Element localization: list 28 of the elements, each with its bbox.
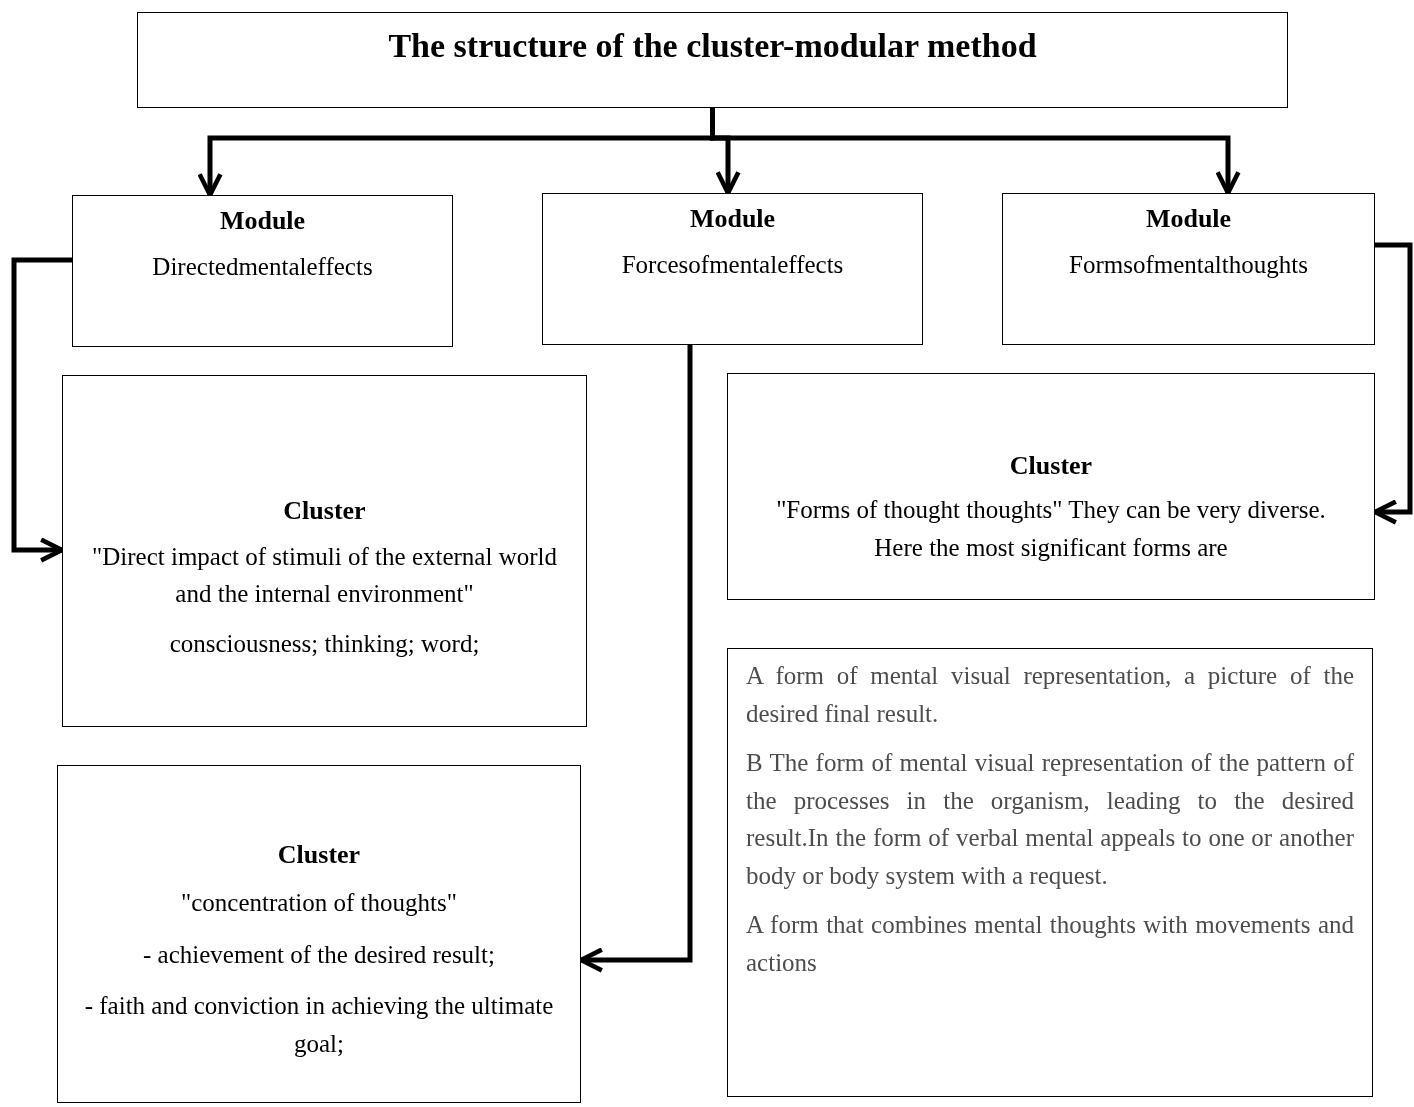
paragraph: A form that combines mental thoughts with movements and actions (746, 910, 1354, 978)
box-heading: Cluster (283, 495, 366, 526)
connector-arrow (11, 257, 72, 563)
box-text: Directedmentaleffects (151, 252, 374, 282)
box-text: consciousness; thinking; word; (168, 628, 481, 659)
cluster-box (727, 373, 1375, 600)
cluster-box (62, 375, 587, 727)
box-text: "Forms of thought thoughts" They can be very diverse. Here the most significant forms are (775, 495, 1327, 563)
box-text: Forcesofmentaleffects (620, 250, 845, 280)
module-box (1002, 193, 1375, 345)
box-heading: Module (219, 206, 306, 236)
title-box (137, 12, 1288, 108)
box-text: - achievement of the desired result; (142, 939, 496, 970)
module-box (72, 195, 453, 347)
box-text: Formsofmentalthoughts (1068, 250, 1309, 280)
box-text: "Direct impact of stimuli of the external world and the internal environment" (91, 541, 558, 610)
box-heading: Module (689, 204, 776, 234)
paragraph: A form of mental visual representation, a picture of the desired final result. (746, 661, 1354, 729)
cluster-box (57, 765, 581, 1103)
module-box (542, 193, 923, 345)
text-box (727, 648, 1373, 1097)
box-text: "concentration of thoughts" (180, 888, 458, 918)
box-heading: Module (1145, 204, 1232, 234)
box-heading: Cluster (277, 840, 361, 870)
box-text: - faith and conviction in achieving the ultimate goal; (83, 991, 555, 1059)
title-text: The structure of the cluster-modular method (388, 27, 1037, 65)
box-heading: Cluster (1009, 451, 1093, 481)
paragraph: B The form of mental visual representation of the pattern of the processes in the organism, leading to the desired result.In the form of verbal mental appeals to one or another body or body system with a request. (746, 748, 1354, 891)
